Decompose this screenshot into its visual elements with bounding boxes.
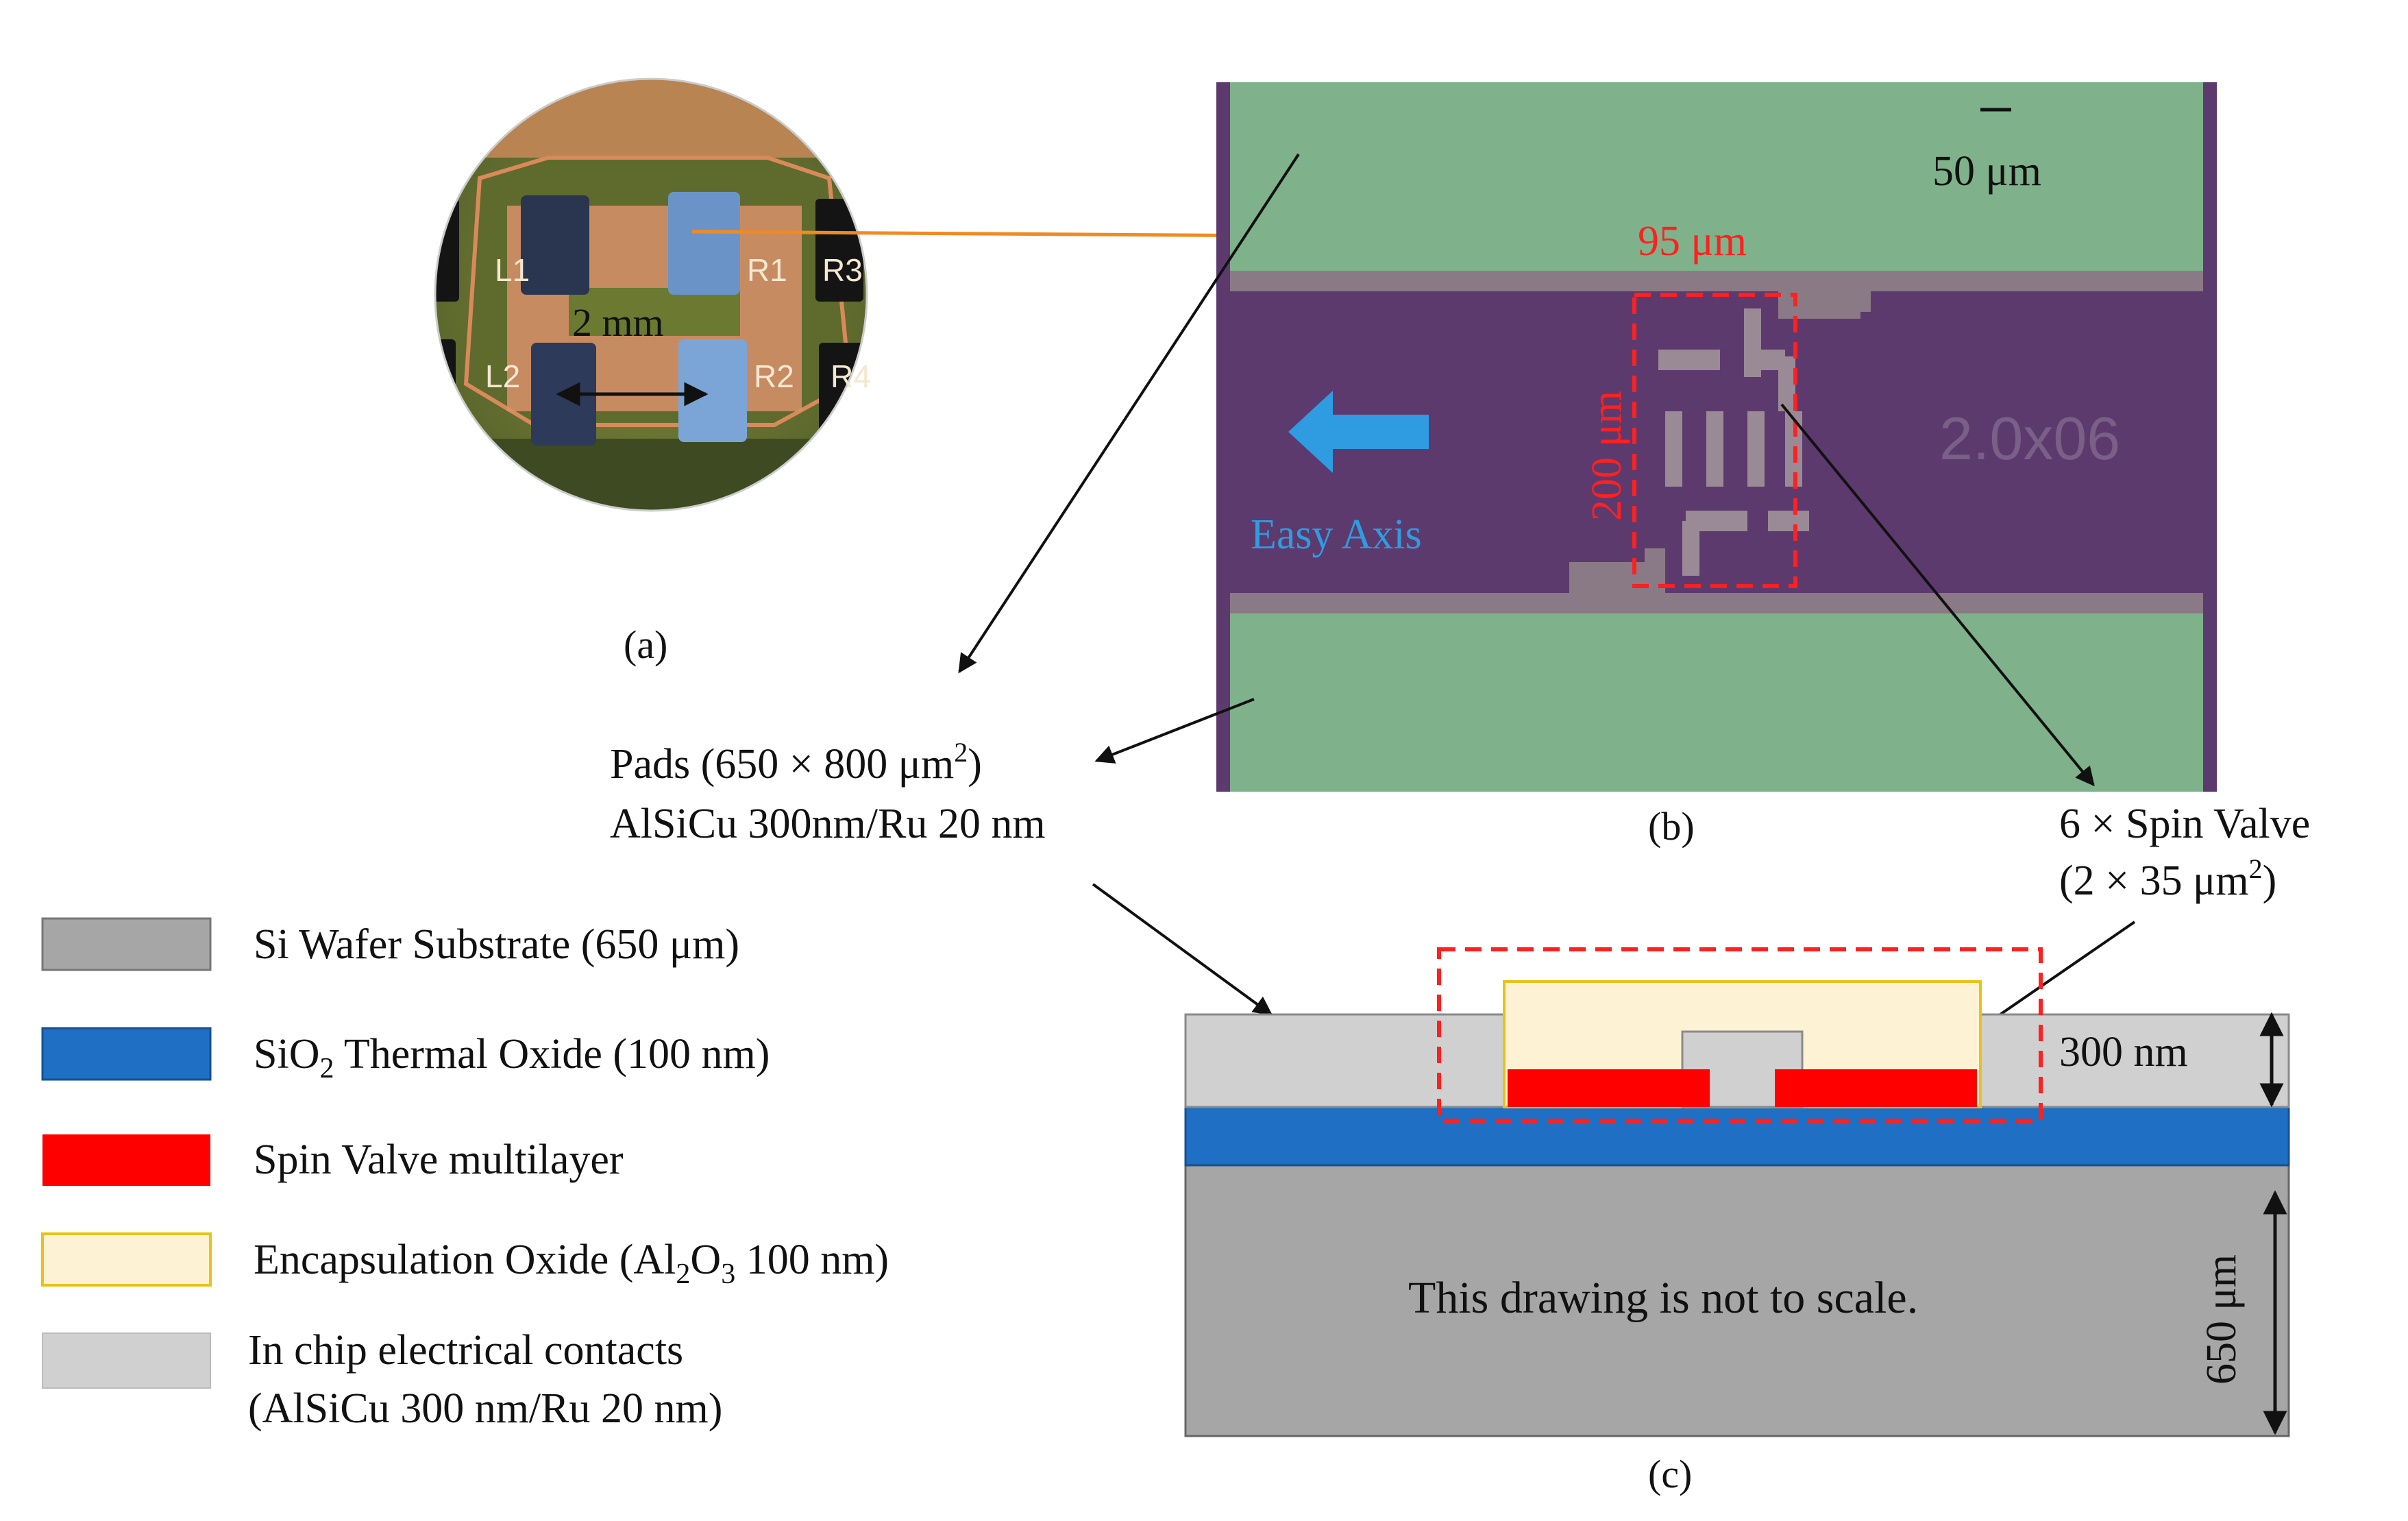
caption-b: (b) — [1648, 804, 1695, 849]
panel-c-cross-section — [1184, 947, 2290, 1437]
pad-L1 — [521, 195, 589, 295]
easy-axis-label: Easy Axis — [1251, 511, 1422, 558]
pad-label-R1: R1 — [747, 252, 787, 288]
sv-callout-line2: (2 × 35 μm2) — [2059, 853, 2276, 904]
caption-c: (c) — [1648, 1452, 1692, 1496]
legend-swatch-spin-valve — [42, 1134, 210, 1186]
legend-label-contacts-2: (AlSiCu 300 nm/Ru 20 nm) — [248, 1385, 722, 1432]
pads-callout-line2: AlSiCu 300nm/Ru 20 nm — [610, 801, 1046, 847]
panel-b-micrograph — [1216, 82, 2217, 792]
pad-label-L1: L1 — [495, 252, 530, 288]
top-pad — [1230, 82, 2203, 271]
legend-label-substrate: Si Wafer Substrate (650 μm) — [254, 921, 739, 968]
pad-label-R4: R4 — [831, 358, 871, 394]
pad-label-R2: R2 — [754, 358, 794, 394]
label-650um: 650 μm — [2198, 1254, 2245, 1385]
legend-label-contacts-1: In chip electrical contacts — [248, 1327, 683, 1374]
legend-label-encapsulation: Encapsulation Oxide (Al2O3 100 nm) — [254, 1237, 889, 1290]
spin-valve-region-box — [1632, 293, 1797, 588]
xsec-oxide — [1184, 1106, 2290, 1167]
scale-bar-label: 50 μm — [1932, 148, 2041, 195]
label-300nm: 300 nm — [2059, 1029, 2188, 1075]
height-200um-label: 200 μm — [1584, 391, 1630, 521]
xsec-dashed-box — [1437, 947, 2043, 1123]
xsec-contact-left — [1184, 1013, 1509, 1108]
pad-R2 — [678, 339, 747, 442]
pad-label-L2: L2 — [485, 358, 520, 394]
not-to-scale-note: This drawing is not to scale. — [1408, 1273, 1918, 1323]
legend-label-spin-valve: Spin Valve multilayer — [254, 1136, 624, 1183]
pad-label-R3: R3 — [822, 252, 863, 288]
legend: Si Wafer Substrate (650 μm) SiO2 Thermal… — [41, 917, 889, 1432]
legend-swatch-oxide — [41, 1027, 212, 1081]
bottom-pad — [1230, 613, 2203, 792]
legend-swatch-encapsulation — [41, 1232, 212, 1287]
chip-id-label: 2.0x06 — [1939, 404, 2120, 472]
xsec-spin-valve-right — [1775, 1069, 1977, 1107]
scale-2mm: 2 mm — [572, 300, 664, 345]
sv-callout-line1: 6 × Spin Valve — [2059, 801, 2310, 847]
pads-callout-line1: Pads (650 × 800 μm2) — [610, 737, 982, 788]
xsec-spin-valve-left — [1508, 1069, 1710, 1107]
easy-axis-arrow-icon — [1288, 391, 1429, 473]
legend-label-oxide: SiO2 Thermal Oxide (100 nm) — [254, 1031, 770, 1084]
pad-R1 — [668, 192, 740, 295]
legend-swatch-substrate — [41, 917, 212, 971]
xsec-substrate — [1184, 1164, 2290, 1437]
width-95um-label: 95 μm — [1638, 218, 1747, 265]
caption-a: (a) — [624, 622, 667, 667]
legend-swatch-contacts — [42, 1333, 211, 1389]
